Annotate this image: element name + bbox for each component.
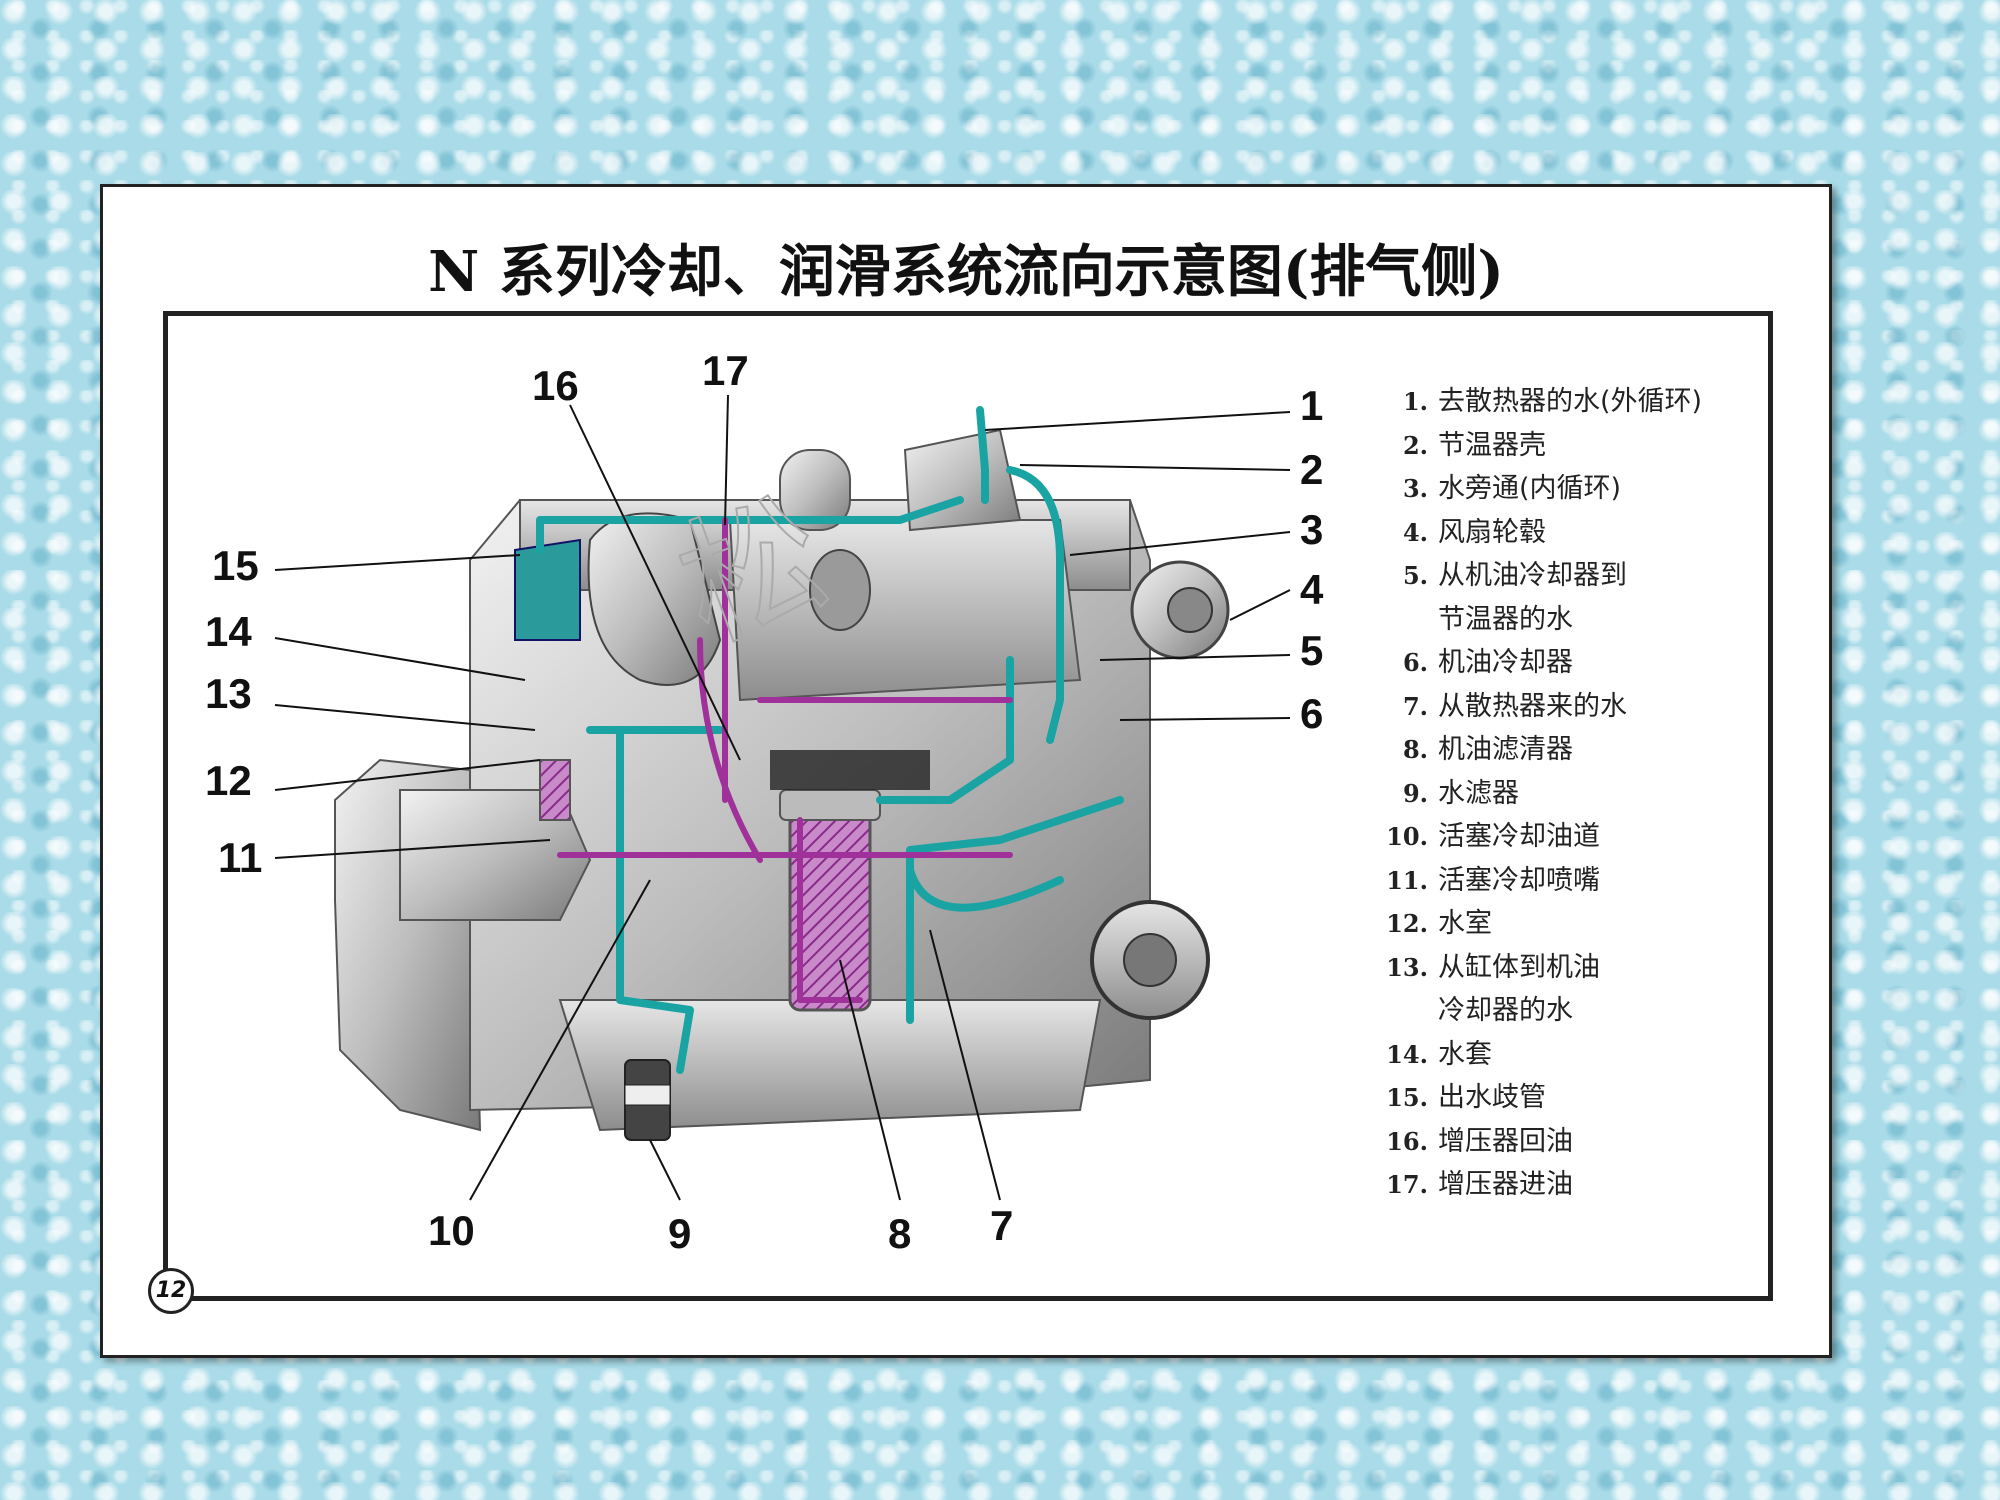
coolant-path-from-radiator <box>906 796 1124 1024</box>
callout-12: 12 <box>205 757 252 804</box>
leader-17 <box>724 394 729 526</box>
callout-14: 14 <box>205 608 252 655</box>
callout-8: 8 <box>888 1210 911 1257</box>
coolant-path-radiator-out <box>976 406 989 504</box>
callout-1: 1 <box>1300 382 1323 429</box>
leader-16 <box>569 404 741 761</box>
legend-item: 15.出水歧管 <box>1386 1082 1546 1113</box>
coolant-path-bypass <box>1006 466 1064 744</box>
coolant-flow-lines <box>536 406 1124 1074</box>
coolant-path-return <box>906 866 1064 912</box>
water-outlet-manifold <box>514 538 581 641</box>
leader-11 <box>274 839 551 859</box>
oil-pan <box>558 999 1102 1132</box>
legend-item: 1.去散热器的水(外循环) <box>1402 386 1703 417</box>
oil-path-turbo-return <box>697 637 763 863</box>
callout-15: 15 <box>212 542 259 589</box>
legend-item: 节温器的水 <box>1438 603 1573 635</box>
legend-item: 10.活塞冷却油道 <box>1386 821 1600 852</box>
turbocharger <box>587 512 722 686</box>
legend-item: 9.水滤器 <box>1402 777 1519 809</box>
page-number: 12 <box>148 1268 194 1314</box>
leader-8 <box>839 959 901 1201</box>
callout-7: 7 <box>990 1202 1013 1249</box>
fan-hub-center <box>1167 587 1213 633</box>
leader-7 <box>929 929 1001 1201</box>
callout-17: 17 <box>702 347 749 394</box>
leader-2 <box>1019 464 1291 471</box>
callout-9: 9 <box>668 1210 691 1257</box>
legend-item: 12.水室 <box>1386 908 1492 939</box>
legend-item: 17.增压器进油 <box>1386 1169 1573 1200</box>
coolant-path-oilcooler <box>876 656 1014 804</box>
callout-4: 4 <box>1300 566 1324 613</box>
leader-5 <box>1099 654 1291 661</box>
legend-item: 7.从散热器来的水 <box>1402 690 1627 722</box>
starter-motor <box>399 789 592 921</box>
callout-16: 16 <box>532 362 579 409</box>
page-title: N 系列冷却、润滑系统流向示意图(排气侧) <box>428 239 1504 305</box>
air-intake-pipe <box>779 449 851 531</box>
water-filter-band <box>624 1084 671 1106</box>
coolant-path-top <box>536 496 964 554</box>
callout-13: 13 <box>205 670 252 717</box>
leader-9 <box>649 1139 681 1201</box>
legend-item: 2.节温器壳 <box>1402 429 1546 461</box>
legend-list: 1.去散热器的水(外循环) 2.节温器壳 3.水旁通(内循环) 4.风扇轮毂 5… <box>1378 380 1798 1207</box>
leader-6 <box>1119 717 1291 721</box>
legend-item: 14.水套 <box>1386 1038 1492 1070</box>
leader-4 <box>1229 589 1291 621</box>
leader-15 <box>274 554 521 571</box>
callout-2: 2 <box>1300 446 1323 493</box>
leader-14 <box>274 637 526 681</box>
leader-1 <box>984 411 1291 431</box>
legend-item: 6.机油冷却器 <box>1402 647 1573 678</box>
leader-3 <box>1069 531 1291 556</box>
legend-item: 冷却器的水 <box>1438 995 1573 1026</box>
callout-10: 10 <box>428 1207 475 1254</box>
callout-numbers: 1 2 3 4 5 6 7 8 9 10 11 12 13 14 15 16 1… <box>205 347 1324 1257</box>
legend-item: 3.水旁通(内循环) <box>1402 473 1622 504</box>
oil-cooler <box>770 750 930 790</box>
legend-item: 13.从缸体到机油 <box>1386 951 1600 983</box>
leader-lines <box>274 394 1291 1201</box>
crank-pulley-center <box>1123 933 1177 987</box>
legend-item: 16.增压器回油 <box>1386 1125 1573 1157</box>
leader-10 <box>469 879 651 1201</box>
callout-11: 11 <box>218 834 262 881</box>
engine-illustration <box>334 428 1230 1141</box>
piston-cooling-nozzle <box>539 759 571 821</box>
callout-6: 6 <box>1300 690 1323 737</box>
oil-flow-lines <box>557 517 1013 1003</box>
coolant-path-down <box>616 726 694 1074</box>
diagram-frame <box>163 311 1773 1301</box>
legend-item: 8.机油滤清器 <box>1402 734 1573 765</box>
exhaust-outlet <box>809 549 871 631</box>
oil-path-filter <box>797 817 863 1003</box>
legend-item: 4.风扇轮毂 <box>1402 516 1546 548</box>
callout-3: 3 <box>1300 506 1323 553</box>
leader-12 <box>274 759 541 791</box>
leader-13 <box>274 704 536 731</box>
legend-item: 11.活塞冷却喷嘴 <box>1386 864 1600 896</box>
callout-5: 5 <box>1300 627 1323 674</box>
legend-item: 5.从机油冷却器到 <box>1402 560 1627 591</box>
oil-filter-base <box>779 789 881 821</box>
